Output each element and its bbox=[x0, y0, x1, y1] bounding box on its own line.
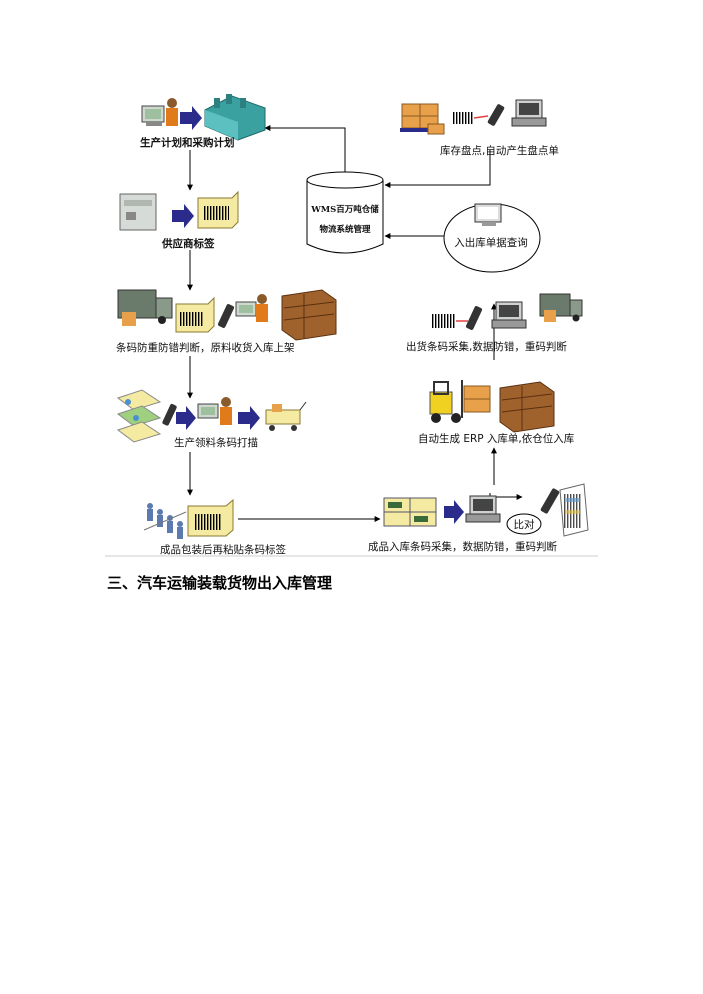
delivery-truck-icon bbox=[539, 293, 583, 322]
stacked-boxes-icon bbox=[383, 497, 437, 527]
connector-lines bbox=[187, 125, 523, 522]
packaging-label: 成品包装后再粘贴条码标签 bbox=[160, 543, 286, 556]
pos-terminal-icon bbox=[465, 495, 501, 523]
storage-shelf-icon bbox=[499, 381, 555, 433]
barcode-scanner-icon bbox=[540, 488, 560, 514]
production-plan-node: 生产计划和采购计划 bbox=[140, 94, 266, 149]
outbound-collect-node: 出货条码采集,数据防错，重码判断 bbox=[406, 293, 583, 353]
erp-inbound-node: 自动生成 ERP 入库单,依仓位入库 bbox=[418, 380, 574, 445]
worker-at-computer-icon bbox=[235, 294, 268, 322]
barcode-scanner-icon bbox=[487, 104, 505, 126]
finished-inbound-node: 比对 成品入库条码采集，数据防错，重码判断 bbox=[368, 483, 589, 553]
monitor-icon bbox=[474, 203, 502, 226]
production-scan-node: 生产领料条码打描 bbox=[116, 389, 307, 449]
supplier-label-node: 供应商标签 bbox=[119, 190, 239, 250]
pos-terminal-icon bbox=[491, 301, 527, 329]
packaging-node: 成品包装后再粘贴条码标签 bbox=[143, 498, 286, 556]
production-scan-label: 生产领料条码打描 bbox=[174, 436, 258, 449]
inout-query-node: 入出库单据查询 bbox=[443, 203, 541, 273]
workers-line-icon bbox=[143, 503, 187, 539]
barcode-scanner-icon bbox=[162, 403, 177, 426]
barcode-label-icon bbox=[432, 314, 468, 328]
label-printer-icon bbox=[119, 193, 157, 231]
wms-database: WMS百万吨仓储 物流系统管理 bbox=[306, 171, 384, 254]
compare-label: 比对 bbox=[514, 518, 535, 531]
barcode-box-icon bbox=[197, 190, 239, 229]
pos-terminal-icon bbox=[511, 99, 547, 127]
supplier-label-text: 供应商标签 bbox=[161, 237, 215, 250]
barcode-scanner-icon bbox=[465, 306, 483, 330]
barcode-scanner-icon bbox=[217, 304, 235, 328]
inventory-label: 库存盘点,自动产生盘点单 bbox=[440, 144, 559, 157]
erp-inbound-label: 自动生成 ERP 入库单,依仓位入库 bbox=[418, 432, 574, 445]
forklift-icon bbox=[429, 380, 491, 423]
barcode-box-icon bbox=[187, 498, 234, 537]
blue-arrow-icon bbox=[444, 500, 464, 524]
wms-label-line1: WMS百万吨仓储 bbox=[310, 204, 379, 215]
compare-ellipse: 比对 bbox=[506, 513, 542, 535]
blue-arrow-icon bbox=[238, 406, 260, 430]
barcode-check-label: 条码防重防错判断，原料收货入库上架 bbox=[116, 341, 295, 354]
finished-inbound-label: 成品入库条码采集，数据防错，重码判断 bbox=[368, 540, 557, 553]
barcode-box-icon bbox=[175, 296, 215, 333]
delivery-truck-icon bbox=[117, 289, 173, 326]
blue-arrow-icon bbox=[172, 204, 194, 228]
barcode-sheet-icon bbox=[559, 483, 589, 537]
cart-icon bbox=[265, 401, 307, 431]
warehouse-building-icon bbox=[204, 94, 266, 141]
materials-icon bbox=[116, 389, 162, 443]
section-heading: 三、汽车运输装载货物出入库管理 bbox=[107, 574, 333, 592]
warehouse-flow-diagram: WMS百万吨仓储 物流系统管理 入出库单据查询 生产计划和采购计划 bbox=[105, 94, 598, 557]
blue-arrow-icon bbox=[176, 406, 196, 430]
inout-query-label: 入出库单据查询 bbox=[454, 236, 528, 249]
worker-at-computer-icon bbox=[197, 397, 232, 425]
outbound-collect-label: 出货条码采集,数据防错，重码判断 bbox=[406, 340, 567, 353]
wms-label-line2: 物流系统管理 bbox=[319, 224, 371, 235]
barcode-label-icon bbox=[452, 112, 489, 124]
inventory-node: 库存盘点,自动产生盘点单 bbox=[400, 99, 559, 157]
pallet-boxes-icon bbox=[400, 103, 445, 135]
production-plan-label: 生产计划和采购计划 bbox=[140, 136, 235, 149]
blue-arrow-icon bbox=[180, 106, 202, 130]
storage-shelf-icon bbox=[281, 289, 337, 341]
receiving-node: 条码防重防错判断，原料收货入库上架 bbox=[116, 289, 337, 354]
worker-at-computer-icon bbox=[141, 98, 178, 126]
